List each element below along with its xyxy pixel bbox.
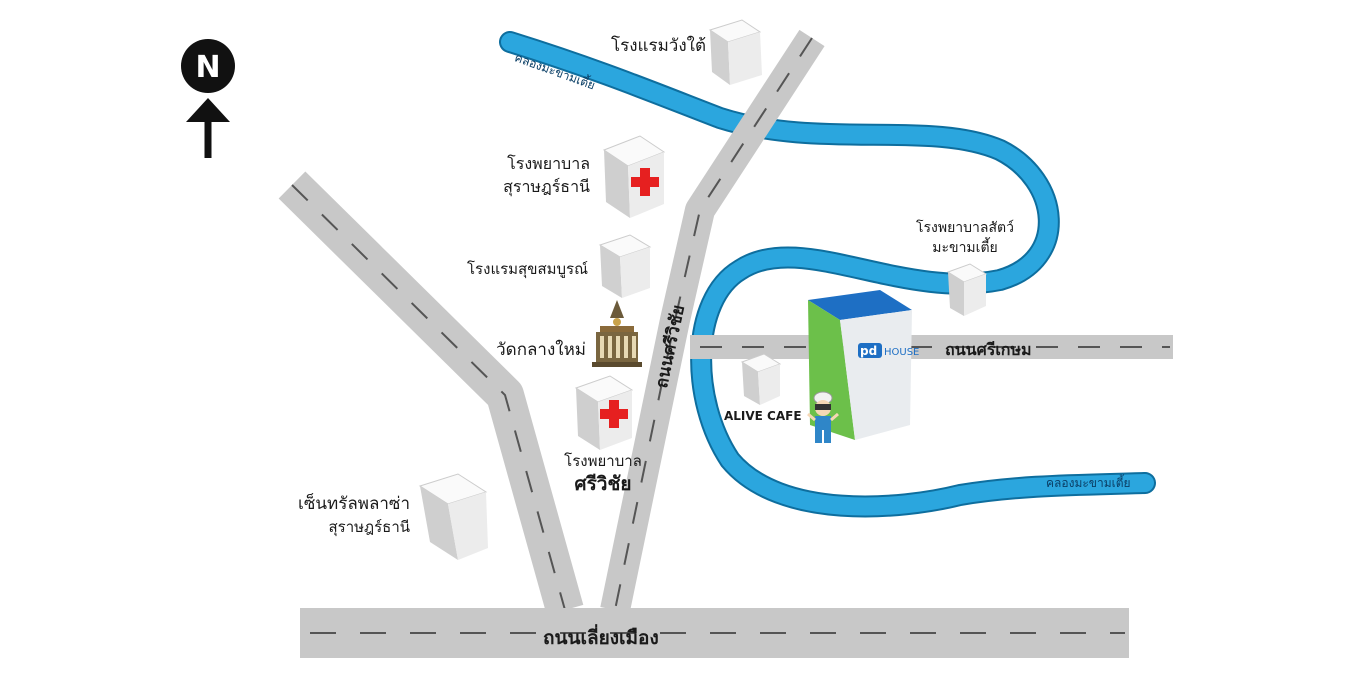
label-siwichai-hospital-line2: ศรีวิชัย [574, 473, 632, 495]
temple-wat-klang-mai-icon [592, 300, 642, 367]
label-road-si-kasem: ถนนศรีเกษม [945, 340, 1032, 359]
label-siwichai-hospital-line1: โรงพยาบาล [564, 452, 642, 470]
label-central-plaza-line1: เซ็นทรัลพลาซ่า [298, 494, 410, 514]
label-central-plaza-line2: สุราษฎร์ธานี [328, 518, 410, 536]
building-surat-hospital-icon [602, 135, 666, 218]
pd-house-logo: pd HOUSE [858, 343, 919, 358]
road-left-diagonal [278, 171, 584, 616]
road-liang-mueang [300, 608, 1129, 658]
building-wang-tai-hotel-icon [708, 19, 762, 85]
label-surat-hospital-line1: โรงพยาบาล [507, 154, 590, 173]
label-road-liang-mueang: ถนนเลี่ยงเมือง [543, 627, 659, 649]
label-wang-tai-hotel: โรงแรมวังใต้ [610, 36, 706, 56]
label-surat-hospital-line2: สุราษฎร์ธานี [503, 177, 590, 196]
svg-text:HOUSE: HOUSE [884, 347, 919, 358]
mascot-icon [807, 391, 839, 443]
road-si-kasem [690, 335, 1173, 359]
svg-text:pd: pd [860, 344, 877, 358]
label-vet-hospital-line2: มะขามเตี้ย [932, 240, 998, 256]
north-arrow-icon: N [181, 39, 235, 158]
building-central-plaza-icon [418, 473, 488, 560]
label-wat-klang-mai: วัดกลางใหม่ [496, 340, 586, 360]
label-alive-cafe: ALIVE CAFE [724, 409, 802, 423]
label-vet-hospital-line1: โรงพยาบาลสัตว์ [916, 220, 1014, 236]
label-suksomboon-hotel: โรงแรมสุขสมบูรณ์ [467, 260, 588, 278]
building-alive-cafe-icon [740, 353, 782, 405]
label-canal-bottom: คลองมะขามเตี้ย [1046, 476, 1131, 490]
compass-letter: N [195, 50, 220, 85]
canal-makham-tia [499, 31, 1156, 518]
road-si-wichai [600, 29, 825, 614]
building-vet-hospital-icon [946, 263, 988, 316]
building-suksomboon-hotel-icon [598, 234, 652, 298]
building-siwichai-hospital-icon [574, 375, 634, 450]
